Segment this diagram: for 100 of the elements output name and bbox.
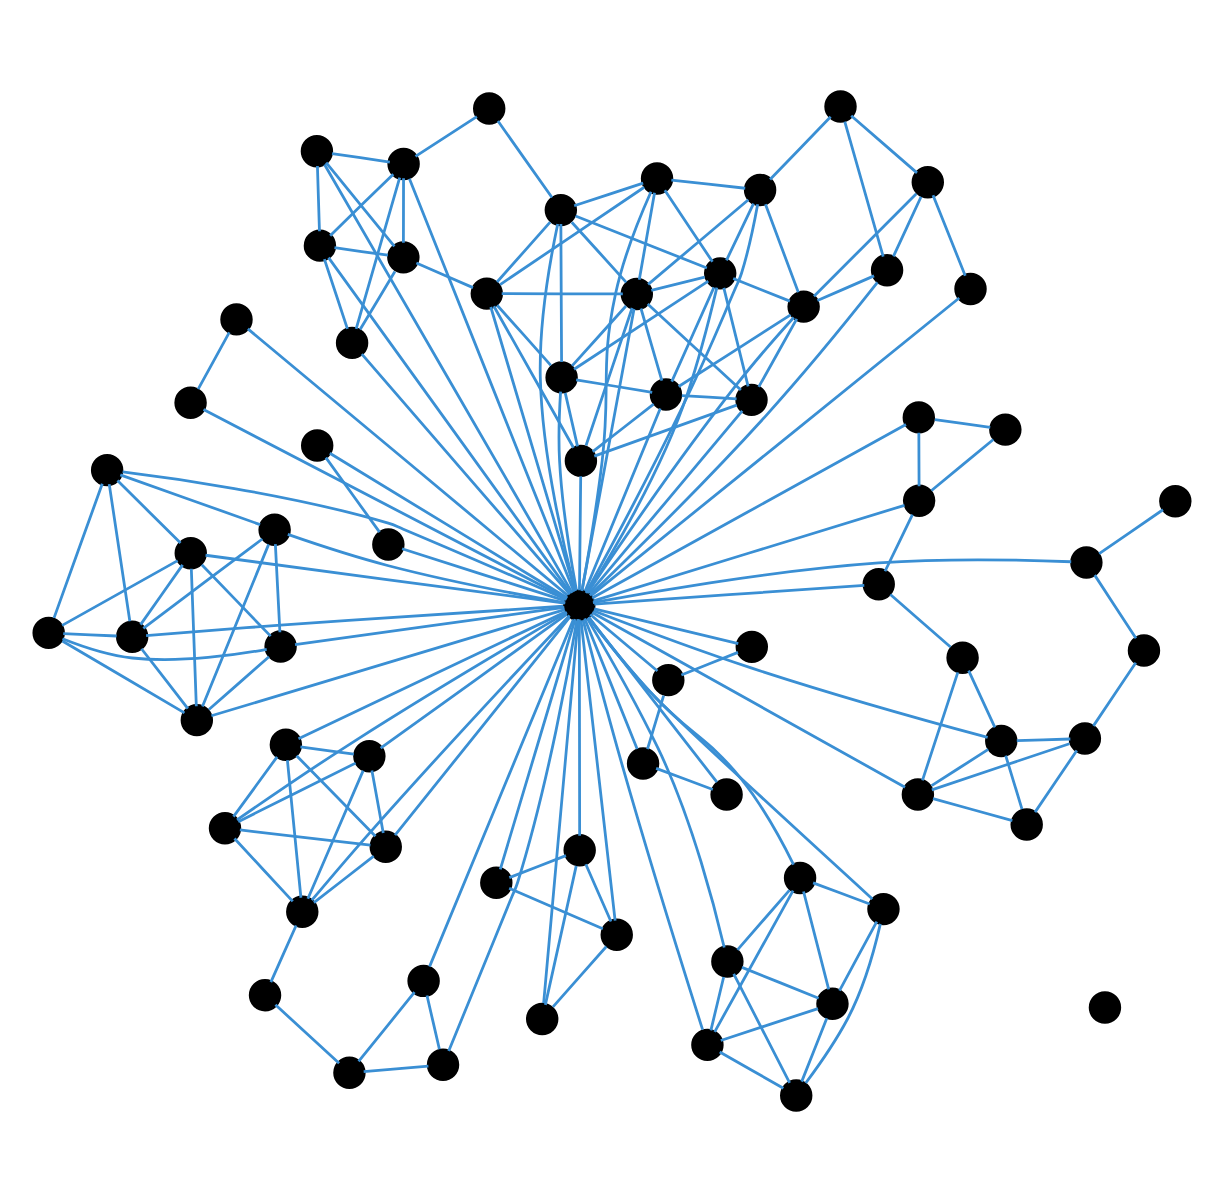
connector	[323, 162, 574, 593]
node-circle	[867, 891, 900, 925]
connector	[354, 176, 402, 329]
node-circle	[1070, 545, 1103, 578]
node-circle	[787, 289, 820, 322]
connector	[394, 615, 571, 835]
connector	[732, 276, 791, 302]
connector	[883, 513, 914, 571]
connector	[646, 694, 665, 749]
node-circle	[545, 360, 578, 393]
connector	[210, 607, 566, 717]
connector	[591, 422, 907, 599]
connector	[202, 407, 567, 599]
connector	[201, 542, 270, 706]
connector	[579, 619, 617, 920]
connector	[379, 612, 568, 749]
node-circle	[946, 640, 979, 673]
connector	[650, 274, 706, 291]
connector	[931, 741, 1070, 791]
connector	[360, 352, 571, 595]
connector	[200, 562, 272, 637]
node-circle	[902, 483, 936, 517]
connector	[800, 1016, 829, 1082]
connector	[838, 919, 878, 991]
node-circle	[711, 944, 744, 977]
connector	[297, 609, 567, 740]
connector	[591, 402, 655, 452]
connector	[447, 619, 579, 1051]
node-circle	[626, 746, 660, 779]
node-circle	[90, 452, 124, 486]
connector	[363, 1063, 429, 1072]
node-circle	[1127, 633, 1161, 666]
node-circle	[640, 161, 674, 194]
connector	[1093, 573, 1138, 639]
node-circle	[901, 777, 935, 810]
connector	[593, 608, 988, 738]
connector	[544, 864, 578, 1005]
node-circle	[258, 512, 291, 545]
connector	[570, 220, 628, 283]
connector	[239, 827, 371, 846]
connector	[930, 437, 995, 491]
connector	[329, 451, 569, 599]
node-circle	[174, 385, 207, 419]
connector	[294, 604, 565, 645]
connector	[551, 944, 608, 1007]
connector	[917, 431, 921, 486]
node-circle	[407, 963, 440, 997]
node-circle	[286, 894, 319, 927]
connector	[587, 615, 795, 865]
connector	[889, 592, 952, 648]
connector	[401, 546, 566, 601]
connector	[425, 994, 441, 1049]
node-circle	[780, 1078, 813, 1111]
connector	[757, 317, 798, 387]
connector	[233, 836, 294, 902]
connector	[370, 769, 385, 833]
node-circle	[704, 256, 737, 289]
connector	[331, 151, 391, 163]
connector	[508, 885, 604, 929]
node-circle	[387, 146, 420, 180]
connector	[1016, 736, 1071, 741]
node-circle	[248, 977, 282, 1011]
connector	[588, 280, 879, 596]
node-circle	[115, 619, 149, 652]
node-circle	[954, 271, 987, 305]
node-circle	[691, 1027, 724, 1061]
connector	[637, 191, 656, 280]
connector	[663, 188, 714, 262]
node-circle	[369, 829, 402, 862]
connector	[122, 469, 568, 600]
connector	[921, 670, 960, 780]
node-circle	[526, 1001, 559, 1035]
connector	[189, 567, 198, 706]
connector	[563, 391, 579, 446]
connector	[764, 202, 800, 292]
connector	[586, 315, 795, 593]
connector	[647, 197, 750, 285]
connector	[802, 890, 831, 989]
connector	[295, 753, 377, 837]
connector	[720, 1006, 819, 1041]
connector	[498, 617, 577, 869]
node-circle	[353, 739, 386, 772]
connector	[709, 975, 726, 1030]
node-circle	[735, 629, 768, 663]
connector	[575, 377, 653, 393]
connector	[286, 759, 303, 897]
node-circle	[544, 192, 578, 226]
node-circle	[620, 276, 654, 310]
connector	[713, 888, 795, 1032]
connector	[237, 760, 357, 822]
node-circle	[735, 382, 768, 416]
connector	[722, 286, 750, 386]
connector	[492, 304, 575, 448]
connector	[139, 563, 184, 625]
connector	[804, 922, 882, 1083]
connector	[501, 291, 623, 295]
connector	[769, 114, 832, 180]
connector	[306, 769, 365, 899]
connector	[323, 257, 349, 329]
connector	[588, 616, 718, 782]
